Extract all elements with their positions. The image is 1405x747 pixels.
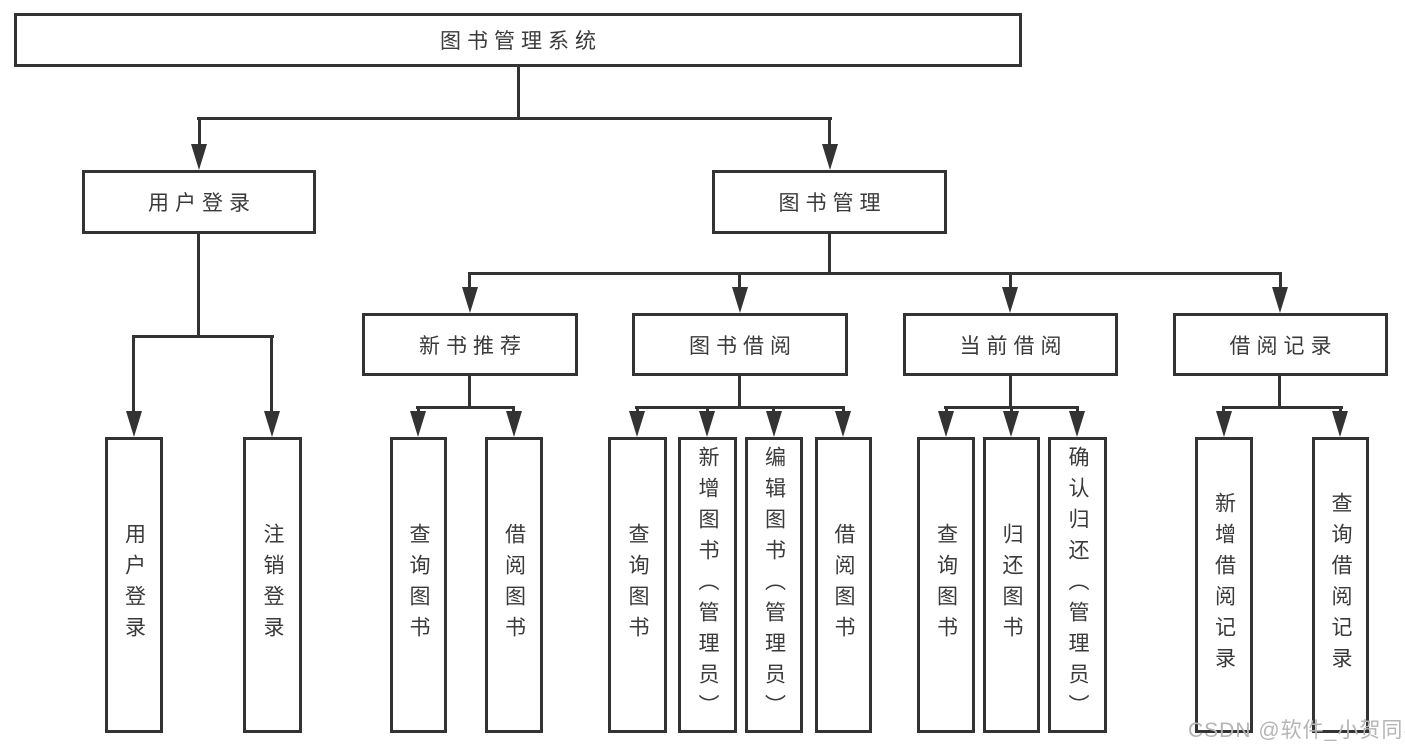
node-leaf-query-borrow-record: 查询借阅记录 xyxy=(1312,437,1369,733)
arrow-to-borrow-book-1 xyxy=(506,411,522,437)
connector-stub-borrow-book-2 xyxy=(842,406,845,414)
arrow-to-new-book xyxy=(462,287,478,313)
connector-borrow-record-trunk xyxy=(1278,376,1281,408)
node-leaf-add-book-admin: 新增图书（管理员） xyxy=(678,437,737,733)
connector-stub-new-book xyxy=(468,272,471,291)
connector-current-borrow-trunk xyxy=(1009,376,1012,408)
connector-book-management-bar xyxy=(468,272,1282,275)
arrow-to-logout xyxy=(264,411,280,437)
arrow-to-book-management xyxy=(822,144,838,170)
connector-stub-query-book-1 xyxy=(417,406,420,414)
node-leaf-borrow-book-2: 借阅图书 xyxy=(815,437,872,733)
csdn-watermark: CSDN @软件_小贺同学 xyxy=(1188,719,1405,742)
node-library-management-system: 图书管理系统 xyxy=(14,13,1022,67)
connector-new-book-bar xyxy=(416,406,515,409)
arrow-to-borrow-book-2 xyxy=(835,411,851,437)
connector-stub-query-record xyxy=(1339,406,1342,414)
arrow-to-query-book-3 xyxy=(938,411,954,437)
connector-stub-add-record xyxy=(1222,406,1225,414)
node-leaf-borrow-book-1: 借阅图书 xyxy=(485,437,543,733)
node-book-management: 图书管理 xyxy=(712,170,947,234)
arrow-to-query-record xyxy=(1332,411,1348,437)
connector-root-trunk xyxy=(517,67,520,120)
connector-stub-book-borrow xyxy=(738,272,741,291)
connector-stub-confirm-return xyxy=(1076,406,1079,414)
connector-stub-edit-book xyxy=(772,406,775,414)
node-leaf-user-login: 用户登录 xyxy=(105,437,163,733)
connector-book-management-trunk xyxy=(828,234,831,275)
node-leaf-confirm-return-admin: 确认归还（管理员） xyxy=(1048,437,1107,733)
connector-stub-borrow-book-1 xyxy=(512,406,515,414)
arrow-to-query-book-1 xyxy=(410,411,426,437)
connector-book-borrow-trunk xyxy=(738,376,741,408)
arrow-to-add-record xyxy=(1216,411,1232,437)
connector-user-login-trunk xyxy=(197,234,200,337)
node-book-borrow: 图书借阅 xyxy=(632,313,848,376)
connector-new-book-trunk xyxy=(468,376,471,408)
connector-stub-add-book xyxy=(706,406,709,414)
arrow-to-book-borrow xyxy=(732,287,748,313)
connector-root-bar xyxy=(197,117,832,120)
node-borrow-record: 借阅记录 xyxy=(1173,313,1388,376)
connector-stub-logout xyxy=(270,335,273,413)
connector-book-borrow-bar xyxy=(635,406,845,409)
connector-stub-query-book-2 xyxy=(636,406,639,414)
node-leaf-add-borrow-record: 新增借阅记录 xyxy=(1195,437,1253,733)
arrow-to-edit-book xyxy=(766,411,782,437)
connector-stub-book-management xyxy=(828,117,831,147)
arrow-to-confirm-return xyxy=(1069,411,1085,437)
arrow-to-current-borrow xyxy=(1002,287,1018,313)
node-leaf-logout: 注销登录 xyxy=(243,437,302,733)
node-leaf-query-book-3: 查询图书 xyxy=(917,437,975,733)
node-leaf-query-book-2: 查询图书 xyxy=(608,437,667,733)
connector-user-login-bar xyxy=(132,335,274,338)
node-leaf-return-book: 归还图书 xyxy=(983,437,1040,733)
connector-stub-current-borrow xyxy=(1009,272,1012,291)
connector-stub-borrow-record xyxy=(1279,272,1282,291)
node-current-borrow: 当前借阅 xyxy=(903,313,1118,376)
arrow-to-user-login-leaf xyxy=(126,411,142,437)
connector-stub-return-book xyxy=(1010,406,1013,414)
arrow-to-return-book xyxy=(1003,411,1019,437)
node-leaf-edit-book-admin: 编辑图书（管理员） xyxy=(745,437,803,733)
arrow-to-add-book xyxy=(699,411,715,437)
node-new-book-recommend: 新书推荐 xyxy=(362,313,578,376)
node-user-login: 用户登录 xyxy=(82,170,316,234)
node-leaf-query-book-1: 查询图书 xyxy=(390,437,447,733)
connector-stub-user-login-leaf xyxy=(132,335,135,413)
arrow-to-borrow-record xyxy=(1272,287,1288,313)
connector-borrow-record-bar xyxy=(1222,406,1343,409)
arrow-to-query-book-2 xyxy=(629,411,645,437)
connector-stub-user-login xyxy=(198,117,201,147)
connector-stub-query-book-3 xyxy=(945,406,948,414)
arrow-to-user-login xyxy=(191,144,207,170)
